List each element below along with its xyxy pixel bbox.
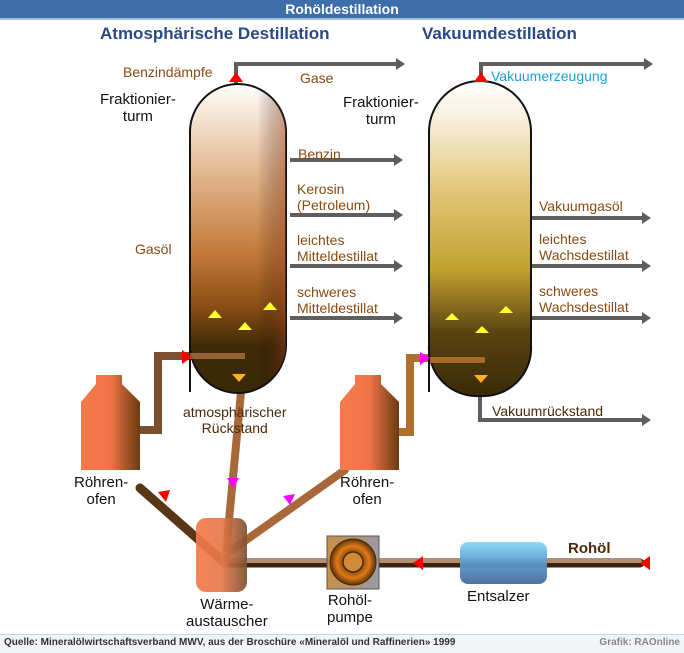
label-leichtes-mitteldestillat: leichtes Mitteldestillat: [297, 232, 378, 264]
crude-pump: [326, 535, 380, 590]
label-vakuumerzeugung: Vakuumerzeugung: [491, 68, 608, 84]
top-vapor-arrow-atm: [229, 72, 243, 82]
label-benzindaempfe: Benzindämpfe: [123, 64, 213, 80]
atmospheric-column: [189, 83, 287, 395]
label-benzin: Benzin: [298, 146, 341, 162]
residue-triangles: [232, 374, 488, 383]
furnace-left: [81, 375, 140, 470]
section-title-vacuum: Vakuumdestillation: [422, 24, 577, 43]
label-gasoel: Gasöl: [135, 241, 172, 257]
desalter: [460, 542, 547, 584]
heat-exchanger: [196, 518, 247, 592]
label-vakuumrueckstand: Vakuumrückstand: [492, 403, 604, 419]
product-arrowheads: [394, 58, 653, 426]
footer: Quelle: Mineralölwirtschaftsverband MWV,…: [0, 634, 684, 653]
label-fraktionierturm-vac: Fraktionier- turm: [343, 94, 419, 128]
section-title-atmospheric: Atmosphärische Destillation: [100, 24, 330, 43]
vapor-triangles: [208, 302, 513, 333]
top-vapor-arrow-vac: [474, 72, 488, 82]
label-rohoelpumpe: Rohöl- pumpe: [327, 592, 373, 626]
label-gase: Gase: [300, 70, 334, 86]
label-atmosphaerischer-rueckstand: atmosphärischer Rückstand: [183, 404, 287, 436]
label-schweres-mitteldestillat: schweres Mitteldestillat: [297, 284, 378, 316]
label-schweres-wachsdestillat: schweres Wachsdestillat: [539, 283, 629, 315]
label-entsalzer: Entsalzer: [467, 588, 530, 605]
label-rohoel-input: Rohöl: [568, 540, 611, 557]
label-kerosin: Kerosin (Petroleum): [297, 181, 371, 213]
vakuumrueckstand-line: [478, 392, 642, 422]
vacuum-column: [427, 80, 533, 398]
flow-arrows-red: [158, 72, 650, 570]
product-lines: [234, 62, 644, 422]
label-leichtes-wachsdestillat: leichtes Wachsdestillat: [539, 231, 629, 263]
footer-credit: Grafik: RAOnline: [599, 637, 680, 648]
furnace-right: [340, 375, 399, 470]
label-waermeaustauscher: Wärme- austauscher: [186, 596, 268, 630]
label-vakuumgasoel: Vakuumgasöl: [539, 198, 623, 214]
label-roehrenofen-left: Röhren- ofen: [74, 474, 129, 508]
flow-arrows-magenta: [227, 352, 430, 505]
label-roehrenofen-right: Röhren- ofen: [340, 474, 395, 508]
label-fraktionierturm-atm: Fraktionier- turm: [100, 91, 176, 125]
header-title: Rohöldestillation: [0, 0, 684, 20]
footer-source: Quelle: Mineralölwirtschaftsverband MWV,…: [4, 637, 456, 648]
